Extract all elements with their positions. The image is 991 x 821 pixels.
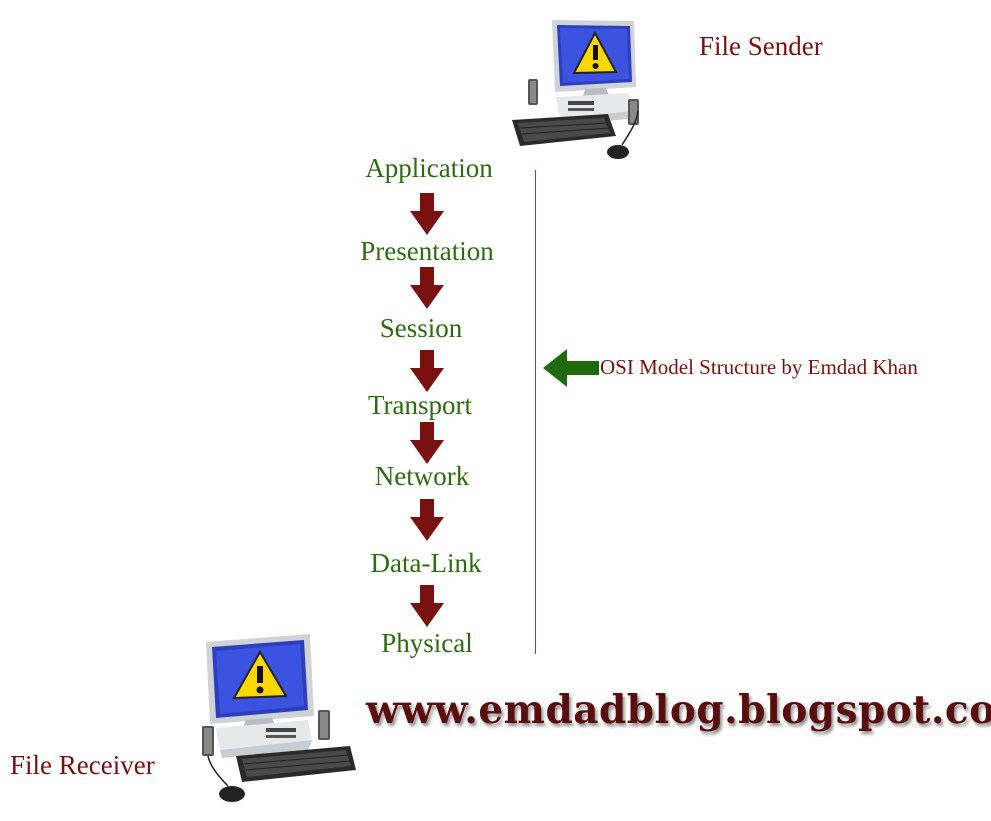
osi-caption: OSI Model Structure by Emdad Khan: [600, 355, 918, 379]
receiver-label: File Receiver: [10, 750, 155, 780]
website-url: www.emdadblog.blogspot.com: [366, 687, 991, 733]
receiver-computer-icon: [200, 632, 360, 810]
down-arrow-icon: [410, 193, 444, 235]
divider-line: [535, 170, 536, 654]
layer-physical: Physical: [381, 628, 473, 658]
down-arrow-icon: [410, 422, 444, 464]
layer-presentation: Presentation: [360, 236, 494, 266]
down-arrow-icon: [410, 350, 444, 392]
layer-network: Network: [374, 461, 470, 491]
layer-application: Application: [365, 153, 493, 183]
down-arrow-icon: [410, 585, 444, 627]
layer-session: Session: [379, 313, 463, 343]
down-arrow-icon: [410, 267, 444, 309]
sender-label: File Sender: [699, 31, 823, 61]
sender-computer-icon: [510, 15, 660, 165]
layer-data-link: Data-Link: [370, 548, 482, 578]
left-arrow-icon: [543, 349, 599, 387]
layer-transport: Transport: [367, 390, 473, 420]
down-arrow-icon: [410, 499, 444, 541]
